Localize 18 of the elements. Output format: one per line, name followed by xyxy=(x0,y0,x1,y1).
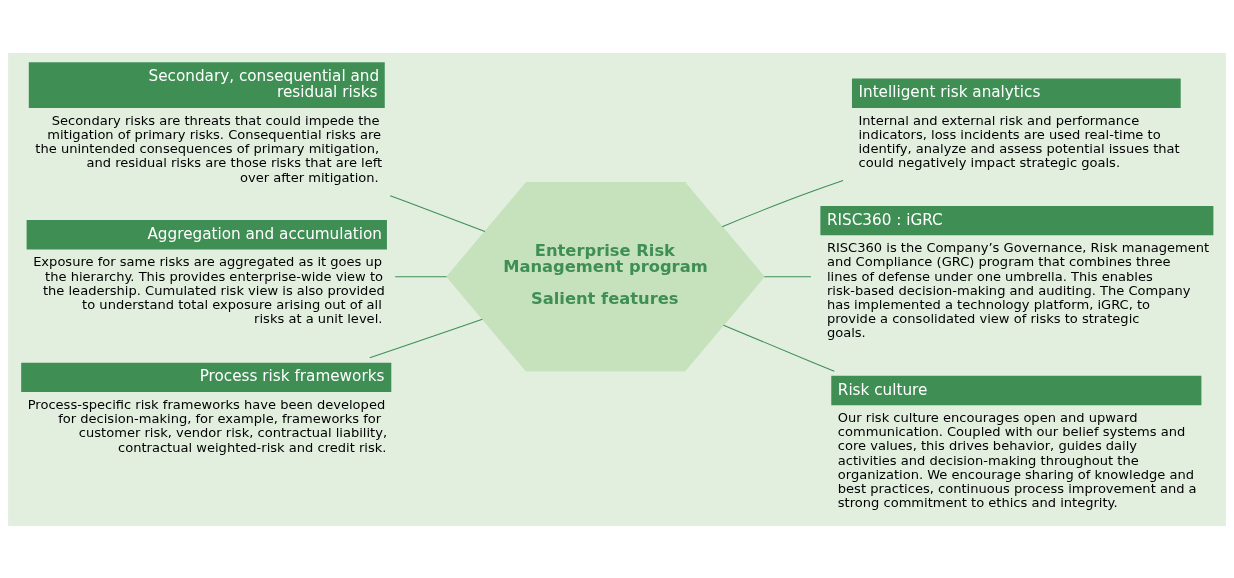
node-box: Intelligent risk analytics xyxy=(851,78,1181,108)
node-box: Aggregation and accumulation xyxy=(26,219,387,249)
connector xyxy=(722,324,835,372)
node-box: Process risk frameworks xyxy=(21,362,392,392)
node-label: Process-specific risk frameworks have been developed for decision-making, for example, frameworks for customer risk, vendor risk, contractual liability, contractual weighted-risk and credit risk. xyxy=(27,396,388,455)
node-label: RISC360 is the Company’s Governance, Risk management and Compliance (GRC) program that combines three lines of defense under one umbrella. This enables risk-based decision-making and auditing. The Company has implemented a technology platform, iGRC, to provide a consolidated view of risks to strategic goals. xyxy=(826,239,1210,340)
node-box: Secondary, consequential and residual risks xyxy=(28,61,385,108)
connector xyxy=(763,275,812,277)
node-box: Risk culture xyxy=(831,375,1202,405)
node-label: Internal and external risk and performance indicators, loss incidents are used real-time to identify, analyze and assess potential issues that could negatively impact strategic goals. xyxy=(858,112,1180,170)
node-label: Secondary risks are threats that could impede the mitigation of primary risks. Consequential risks are the unintended consequences of primary mitigation, and residual risks are those risks that are left over after mitigation. xyxy=(35,112,383,185)
node-label: Our risk culture encourages open and upward communication. Coupled with our belief systems and core values, this drives behavior, guides daily activities and decision-making throughout the organization. We encourage sharing of knowledge and best practices, continuous process improvement and a strong commitment to ethics and integrity. xyxy=(837,409,1197,510)
connector xyxy=(394,275,448,277)
connector xyxy=(389,194,486,232)
node-label: Exposure for same risks are aggregated as it goes up the hierarchy. This provides enterprise-wide view to the leadership. Cumulated risk view is also provided to understand total exposure arising out of all risks at a unit level. xyxy=(33,253,385,326)
connector xyxy=(369,318,483,358)
node-box: RISC360 : iGRC xyxy=(820,205,1214,235)
connector xyxy=(721,179,844,227)
